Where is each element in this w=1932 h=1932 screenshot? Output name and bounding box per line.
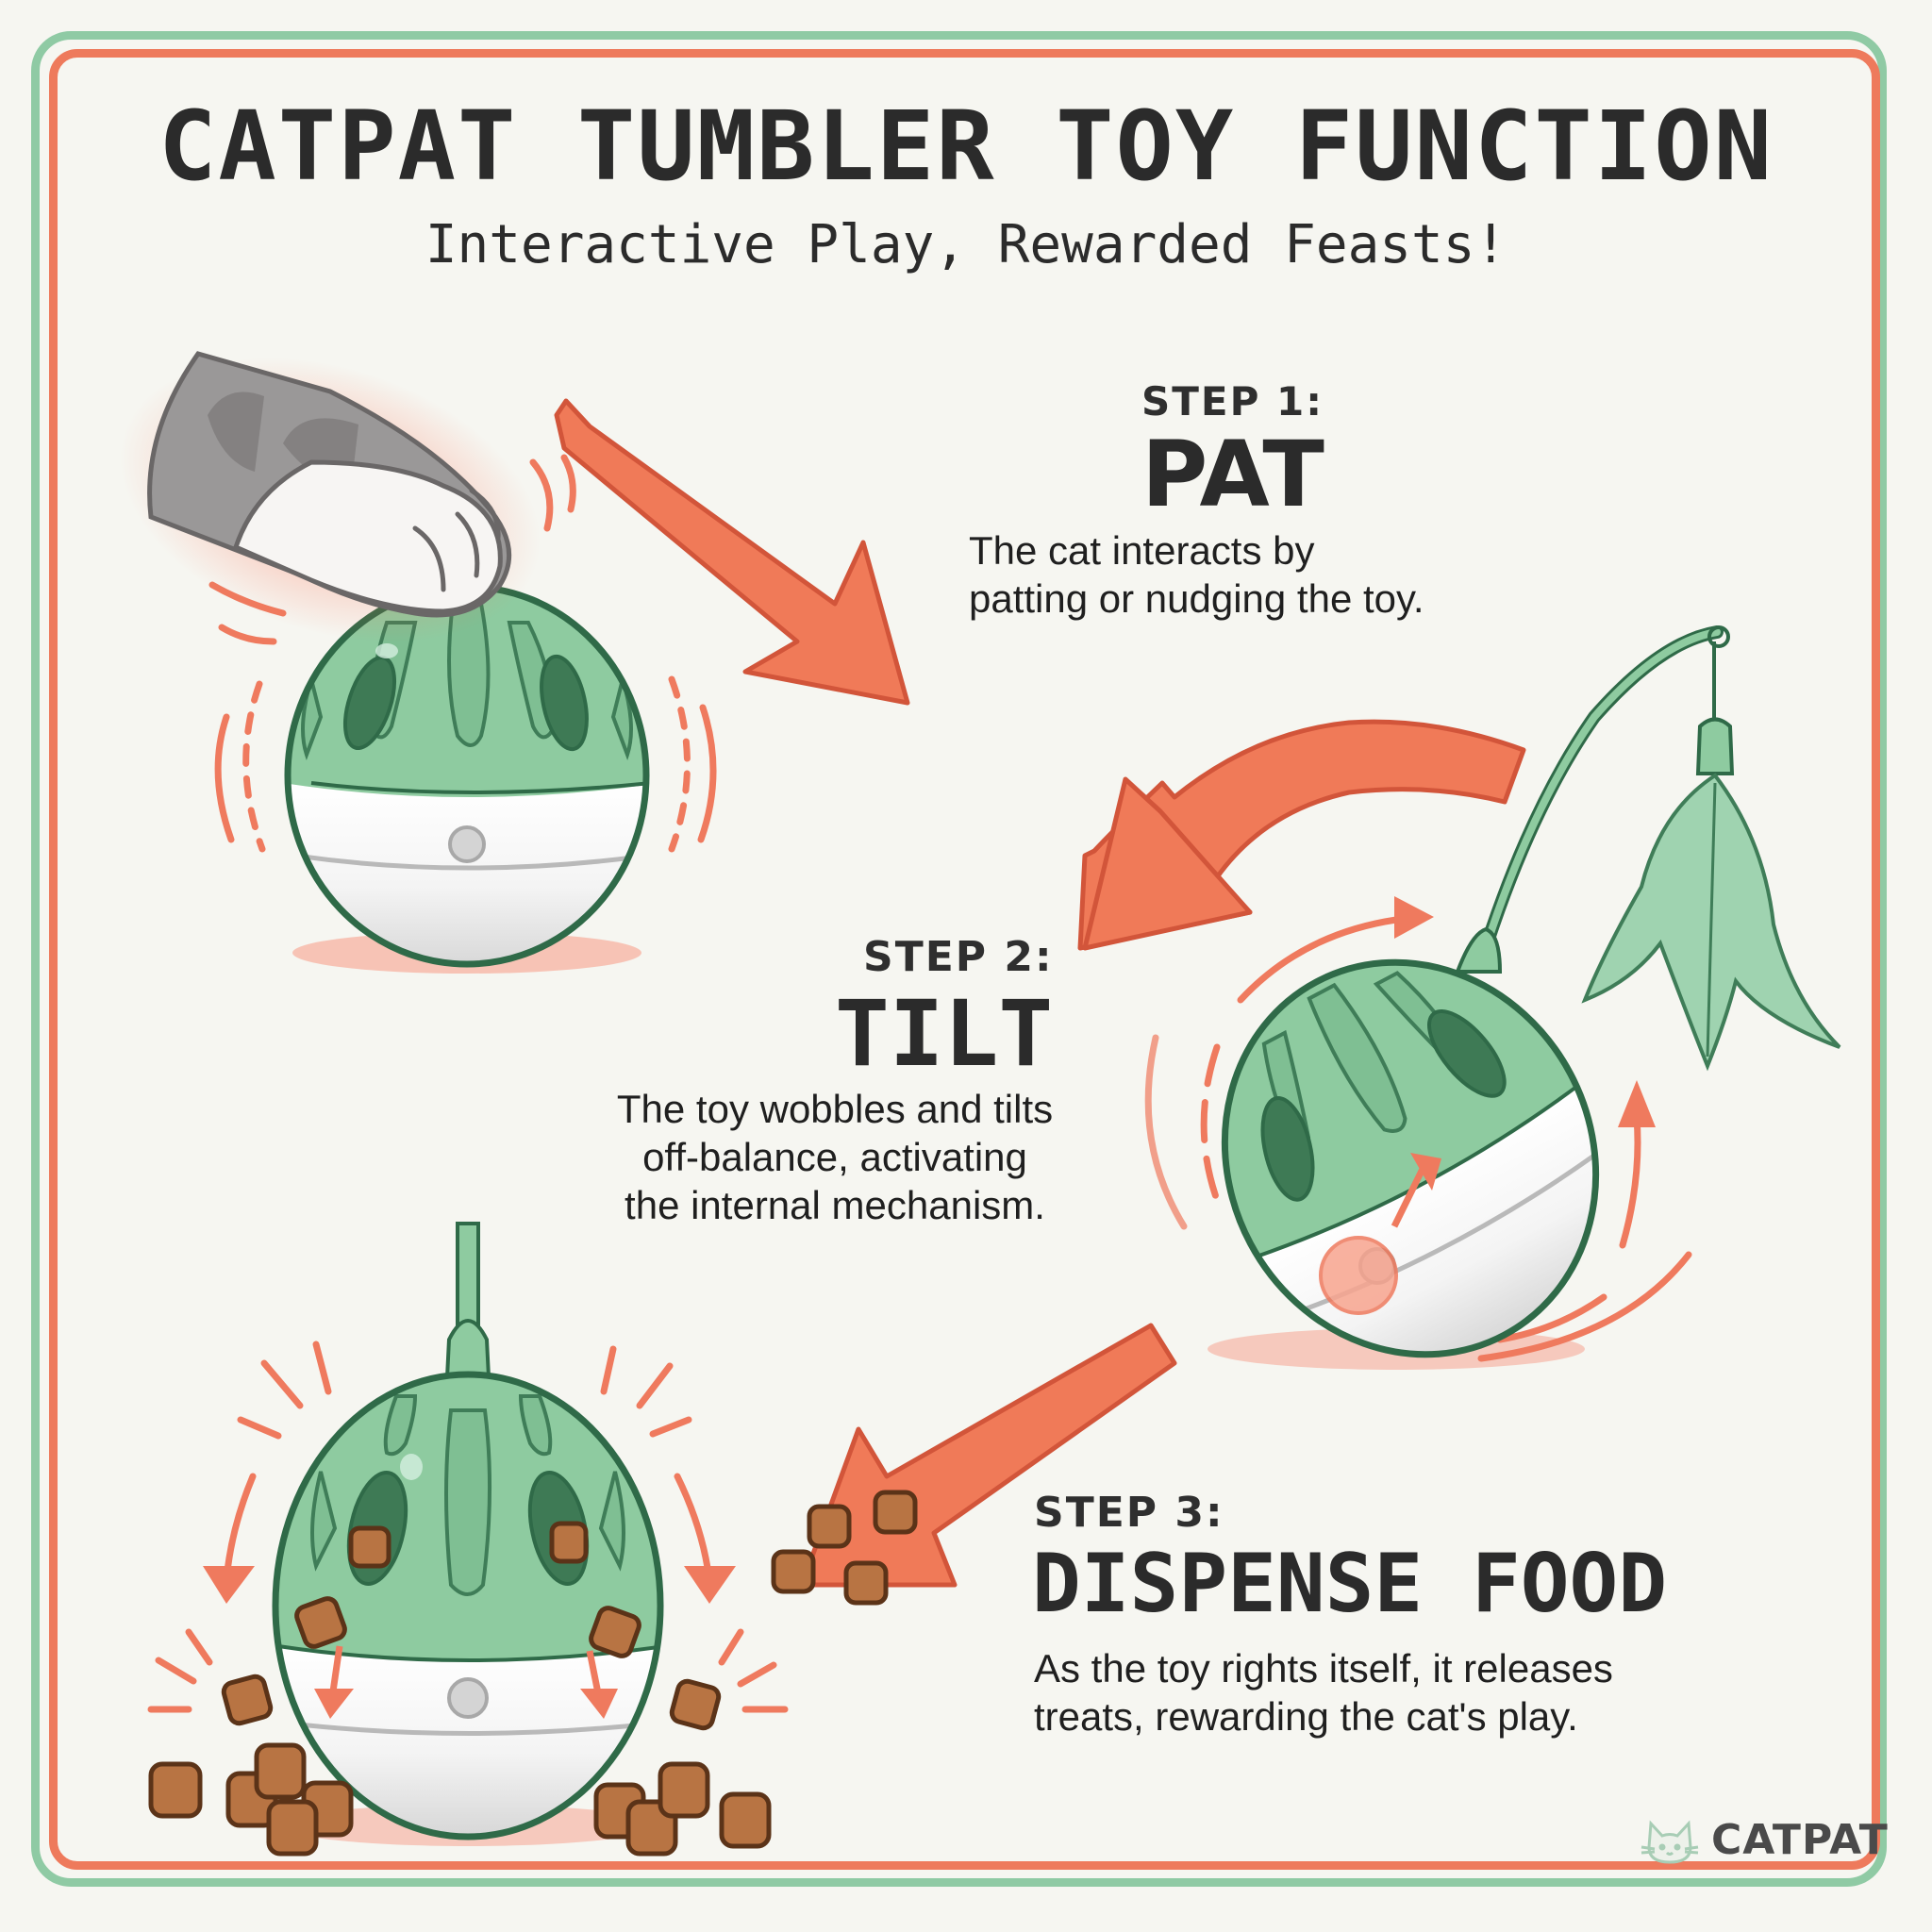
feather-icon	[1581, 773, 1841, 1072]
toy-step3-illustration	[147, 1222, 789, 1857]
inner-orange-frame	[49, 49, 1880, 1870]
step1-heading: PAT	[1141, 422, 1324, 527]
outer-green-frame	[31, 31, 1887, 1887]
step3-description: As the toy rights itself, it releases tr…	[1034, 1646, 1613, 1740]
step3-heading: DISPENSE FOOD	[1032, 1537, 1668, 1631]
step1-label: STEP 1:	[1141, 378, 1324, 425]
brand-name: CATPAT	[1711, 1816, 1889, 1864]
page-title: CATPAT TUMBLER TOY FUNCTION	[158, 91, 1774, 203]
treats-on-arrow	[771, 1490, 918, 1606]
step2-heading: TILT	[835, 981, 1054, 1087]
toy-step1-illustration	[120, 351, 717, 974]
cat-face-icon	[1641, 1820, 1699, 1864]
cat-paw-icon	[120, 351, 541, 642]
step2-description: The toy wobbles and tilts off-balance, a…	[616, 1087, 1054, 1228]
arrow-step3-icon	[771, 1323, 1177, 1606]
page-subtitle: Interactive Play, Rewarded Feasts!	[425, 214, 1507, 275]
arrow-step1-icon	[554, 398, 910, 706]
step1-description: The cat interacts by patting or nudging …	[969, 528, 1424, 622]
brand-logo: CATPAT	[1641, 1816, 1889, 1864]
arrow-step2-icon	[1077, 719, 1526, 951]
step3-label: STEP 3:	[1034, 1489, 1224, 1537]
treat-pieces	[148, 1521, 772, 1857]
step2-label: STEP 2:	[863, 933, 1054, 981]
